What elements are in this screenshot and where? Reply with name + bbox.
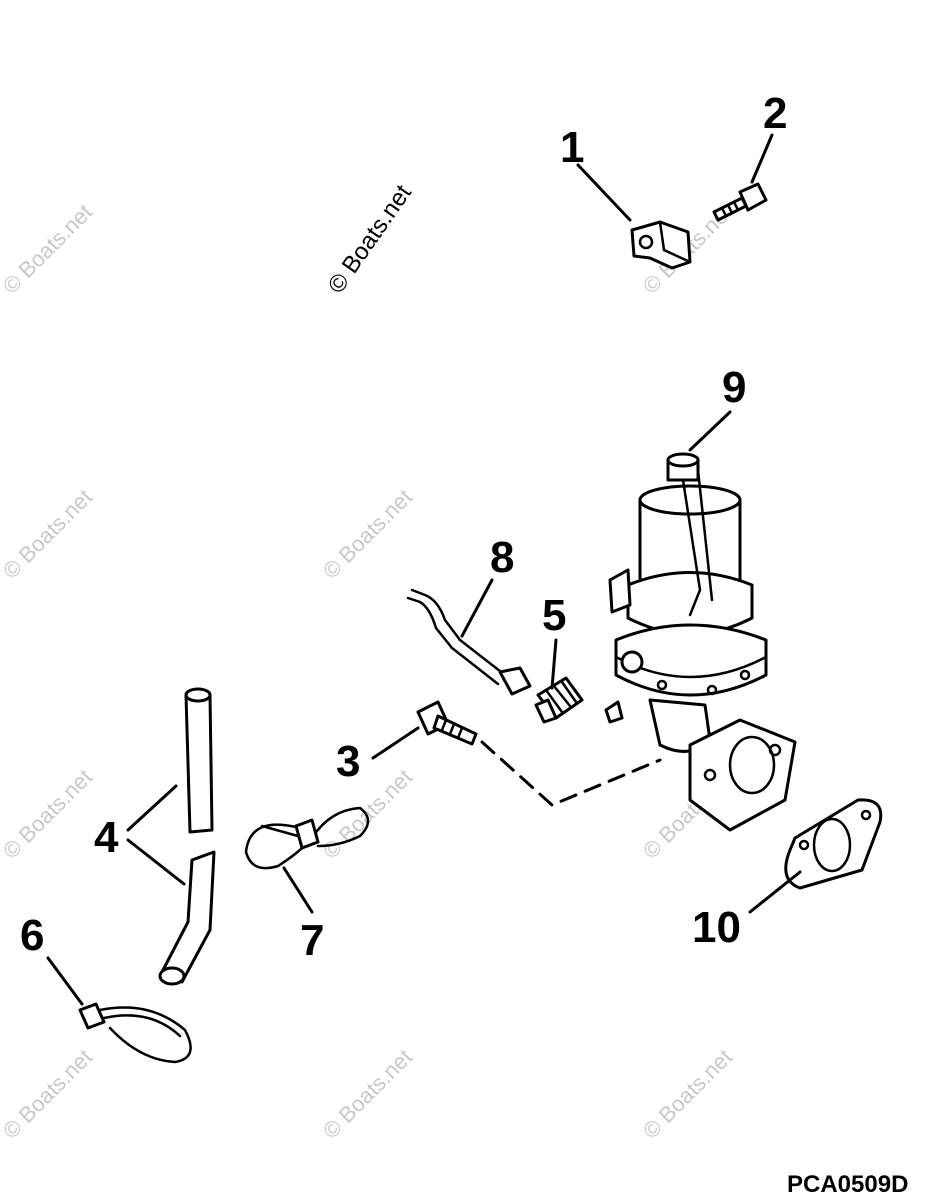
- part-10-gasket: [784, 798, 883, 890]
- callout-5: 5: [542, 591, 566, 640]
- part-8-fuel-line: [406, 588, 532, 696]
- part-5-fitting: [534, 676, 584, 724]
- callout-9: 9: [722, 363, 746, 412]
- callout-2: 2: [763, 89, 787, 138]
- callout-labels: 1 2 3 4 5 6 7 8 9 10: [20, 89, 787, 965]
- callout-3: 3: [336, 737, 360, 786]
- part-1-clip: [630, 220, 692, 270]
- callout-1: 1: [560, 123, 584, 172]
- callout-6: 6: [20, 911, 44, 960]
- watermark: © Boats.net: [318, 764, 417, 863]
- leader-lines: [46, 133, 802, 1006]
- watermark: © Boats.net: [638, 1044, 737, 1143]
- callout-7: 7: [300, 916, 324, 965]
- watermark: © Boats.net: [0, 484, 97, 583]
- drawing-code: PCA0509D: [787, 1171, 908, 1198]
- watermark: © Boats.net: [0, 199, 97, 298]
- part-4-fuel-hoses: [158, 687, 216, 986]
- watermark-main: © Boats.net: [323, 180, 417, 299]
- callout-10: 10: [692, 903, 741, 952]
- part-7-hose-clamp: [244, 806, 370, 870]
- watermark: © Boats.net: [0, 764, 97, 863]
- callout-4: 4: [94, 813, 119, 862]
- part-2-screw: [712, 182, 768, 222]
- watermark: © Boats.net: [318, 484, 417, 583]
- watermark: © Boats.net: [0, 1044, 97, 1143]
- watermark: © Boats.net: [318, 1044, 417, 1143]
- part-3-bolt: [416, 700, 662, 807]
- part-6-clamp: [78, 1002, 192, 1064]
- part-9-fuel-pump: [604, 452, 797, 832]
- callout-8: 8: [490, 533, 514, 582]
